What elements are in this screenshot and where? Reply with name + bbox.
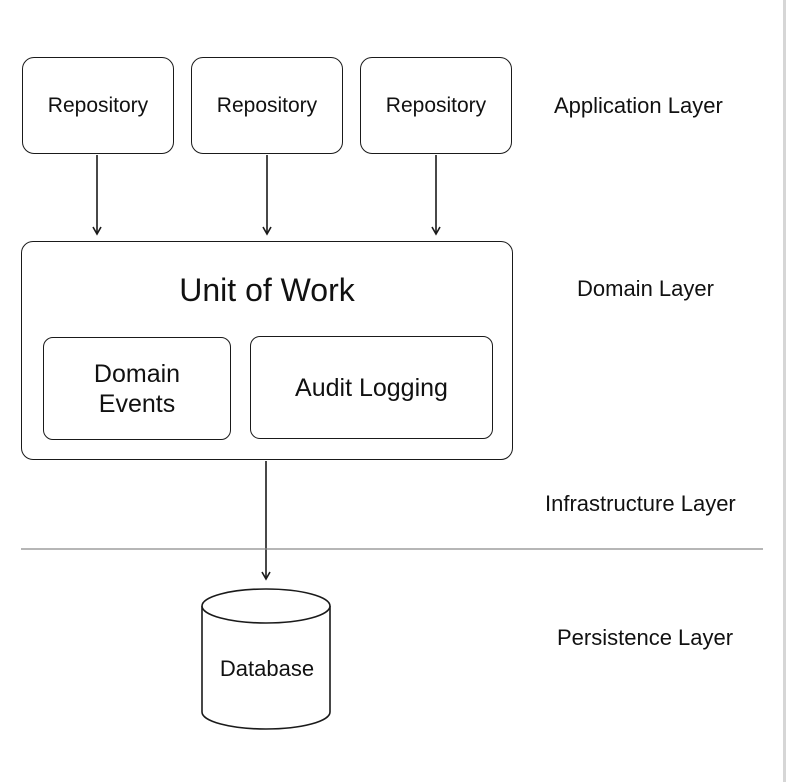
persistence-layer-label: Persistence Layer <box>557 625 734 650</box>
repository-box-2: Repository <box>191 57 343 154</box>
repository-label: Repository <box>47 93 149 117</box>
audit-logging-box: Audit Logging <box>250 336 493 439</box>
application-layer-label: Application Layer <box>554 93 723 118</box>
infrastructure-layer-label: Infrastructure Layer <box>545 491 736 516</box>
unit-of-work-box: Unit of Work Domain Events Audit Logging <box>21 241 513 460</box>
domain-events-label-line2: Events <box>98 389 176 418</box>
domain-events-label-line1: Domain <box>93 359 181 388</box>
database-label: Database <box>220 656 314 681</box>
domain-layer-label: Domain Layer <box>577 276 714 301</box>
unit-of-work-title: Unit of Work <box>179 272 355 308</box>
frame-edge <box>783 0 786 782</box>
repository-label: Repository <box>385 93 487 117</box>
domain-events-box: Domain Events <box>43 337 231 440</box>
audit-logging-label: Audit Logging <box>295 373 448 402</box>
database-cylinder: Database <box>201 588 331 730</box>
repository-label: Repository <box>216 93 318 117</box>
repository-box-1: Repository <box>22 57 174 154</box>
repository-box-3: Repository <box>360 57 512 154</box>
